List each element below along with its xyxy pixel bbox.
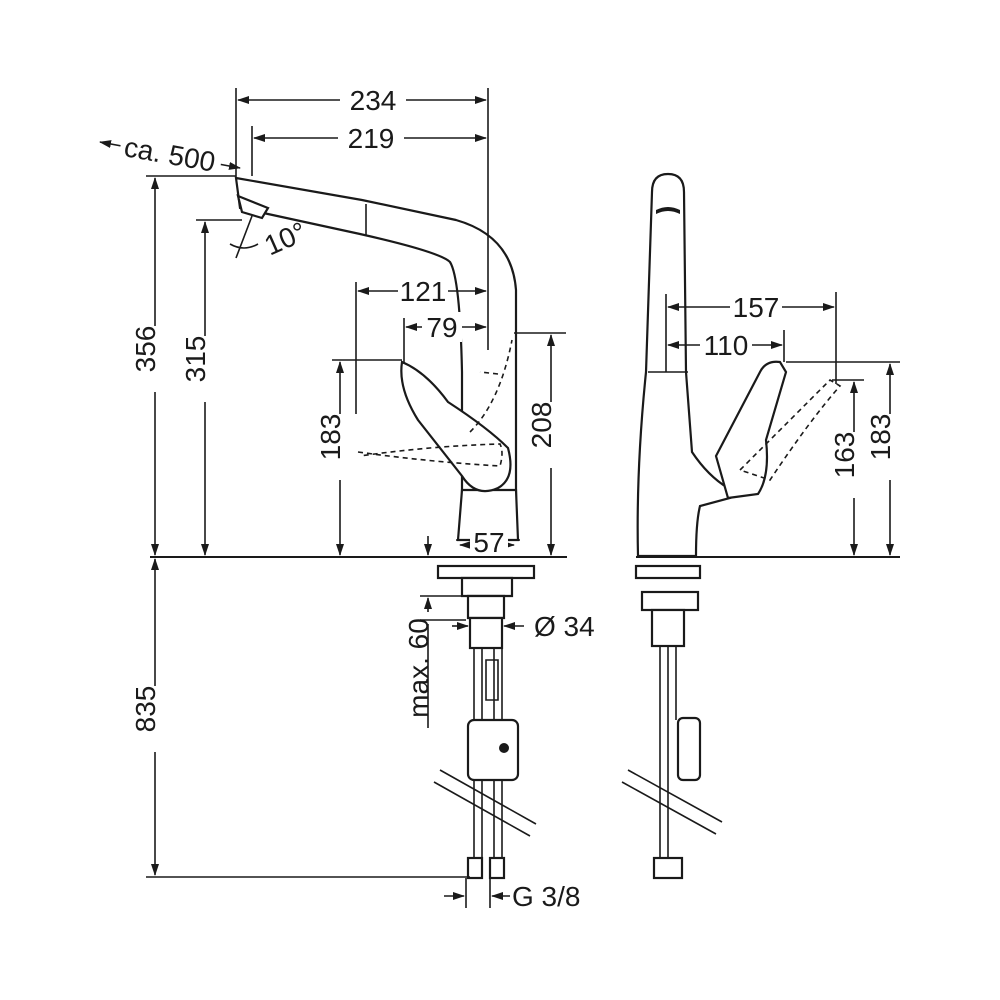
dim-total-height: 356 [130,326,161,373]
dim-connection-thread: G 3/8 [512,881,580,912]
side-lever-rotated-dashed [738,378,842,481]
side-spout-body [636,172,732,558]
dim-base-diameter: 57 [473,527,504,558]
dim-lever-height-b: 183 [865,414,896,461]
dim-spout-width: 219 [348,123,395,154]
dim-hole-diameter: Ø 34 [534,611,595,642]
dim-overall-width: 234 [350,85,397,116]
handle [400,360,512,493]
dim-lever-height-a: 163 [829,432,860,479]
dim-max-thickness: max. 60 [403,618,434,718]
handle-rotated-dashed [357,443,503,467]
shank [468,616,504,650]
side-view: 157 110 163 183 [621,172,907,880]
mounting-plate [436,564,536,580]
dim-below-counter: 835 [130,686,161,733]
side-lever [714,360,788,500]
break-line [433,781,531,837]
connector-left [466,856,484,880]
dim-handle-height: 183 [315,414,346,461]
dim-handle-reach: 121 [400,276,447,307]
check-valve-box [466,718,520,782]
dim-body-height: 208 [526,402,557,449]
spray-head [236,194,270,220]
dim-lever-reach: 157 [733,292,780,323]
dim-outlet-height: 315 [180,336,211,383]
dim-pull-out: ca. 500 [122,131,218,177]
dim-handle-offset: 79 [426,312,457,343]
dim-lever-offset: 110 [704,330,749,361]
connector-right [488,856,506,880]
front-view: 234 219 ca. 500 10° 356 315 121 79 [99,84,595,912]
